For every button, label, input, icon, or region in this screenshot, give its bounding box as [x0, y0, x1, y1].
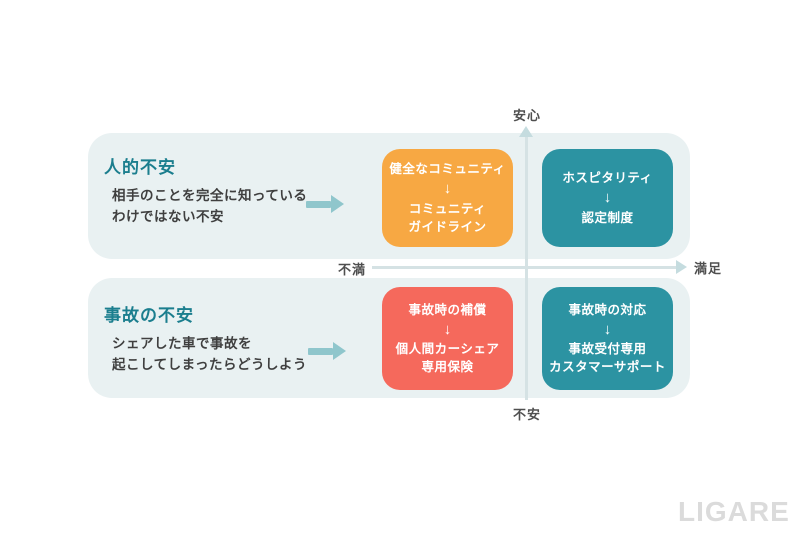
solution-box-support: 事故時の対応 ↓ 事故受付専用 カスタマーサポート: [542, 287, 673, 390]
flow-arrow-icon: [306, 195, 344, 213]
row-description: 相手のことを完全に知っている わけではない不安: [112, 188, 308, 224]
box-solution-label: コミュニティ ガイドライン: [408, 201, 487, 234]
flow-arrow-icon: [308, 342, 346, 360]
axis-label-bottom: 不安: [512, 407, 541, 422]
down-arrow-icon: ↓: [443, 320, 452, 338]
axis-horizontal-line: [372, 266, 676, 269]
anxiety-row-panel-accident: 事故の不安 シェアした車で事故を 起こしてしまったらどうしよう 事故時の補償 ↓…: [88, 278, 690, 398]
axis-label-left: 不満: [337, 262, 366, 277]
box-solution-label: 個人間カーシェア 専用保険: [395, 342, 500, 375]
axis-label-right: 満足: [694, 261, 723, 276]
anxiety-row-panel-human: 人的不安 相手のことを完全に知っている わけではない不安 健全なコミュニティ ↓…: [88, 133, 690, 259]
solution-box-community: 健全なコミュニティ ↓ コミュニティ ガイドライン: [382, 149, 513, 247]
flow-arrow-bar: [308, 347, 333, 355]
solution-box-insurance: 事故時の補償 ↓ 個人間カーシェア 専用保険: [382, 287, 513, 390]
ligare-logo: LIGARE: [678, 496, 790, 527]
box-problem-label: 事故時の対応: [568, 302, 647, 317]
flow-arrow-tip: [333, 342, 346, 360]
flow-arrow-bar: [306, 200, 331, 208]
box-solution-label: 事故受付専用 カスタマーサポート: [549, 342, 666, 375]
row-title: 事故の不安: [104, 306, 194, 325]
axis-up-arrow-icon: [519, 126, 533, 137]
axis-label-top: 安心: [512, 108, 541, 123]
row-description: シェアした車で事故を 起こしてしまったらどうしよう: [112, 336, 308, 372]
row-title: 人的不安: [104, 158, 176, 177]
box-problem-label: ホスピタリティ: [562, 171, 653, 186]
flow-arrow-tip: [331, 195, 344, 213]
axis-right-arrow-icon: [676, 260, 687, 274]
solution-box-hospitality: ホスピタリティ ↓ 認定制度: [542, 149, 673, 247]
down-arrow-icon: ↓: [603, 189, 612, 207]
box-problem-label: 事故時の補償: [408, 302, 487, 317]
down-arrow-icon: ↓: [443, 180, 452, 198]
box-solution-label: 認定制度: [581, 210, 634, 225]
down-arrow-icon: ↓: [603, 320, 612, 338]
box-problem-label: 健全なコミュニティ: [389, 162, 506, 177]
